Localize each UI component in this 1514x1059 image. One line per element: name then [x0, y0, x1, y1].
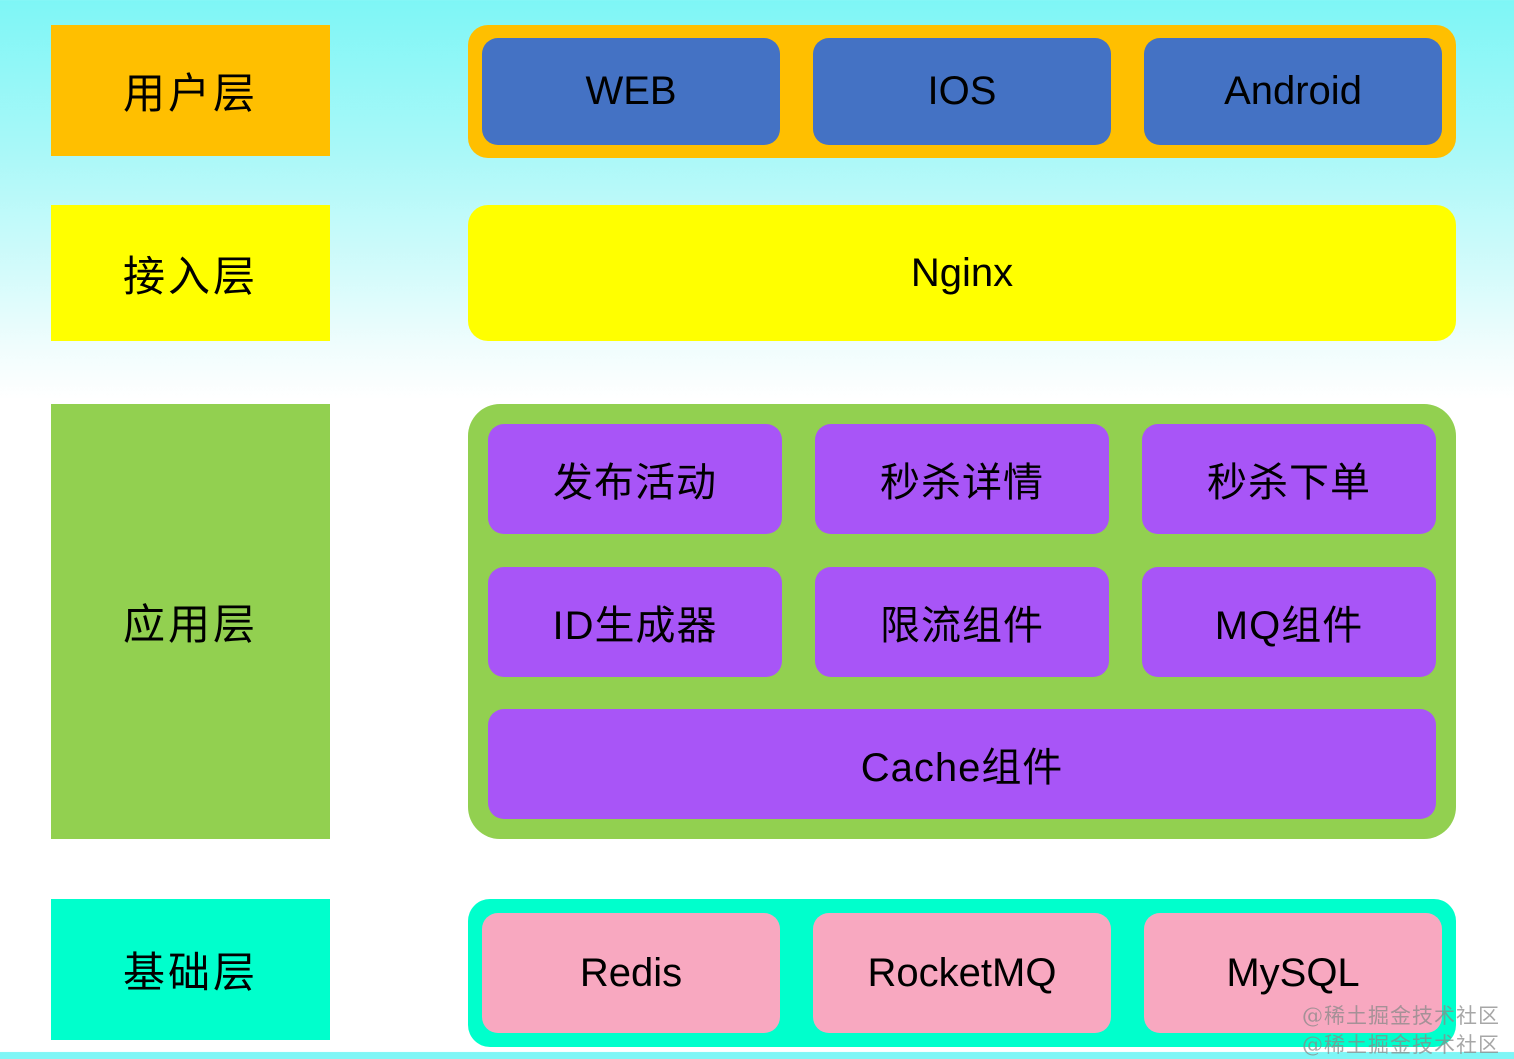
watermark-line-2: @稀土掘金技术社区 [1302, 1033, 1500, 1057]
app-row-3: Cache组件 [488, 709, 1436, 819]
node-rocketmq[interactable]: RocketMQ [813, 913, 1111, 1033]
layer-label-user: 用户层 [51, 25, 330, 156]
node-seckill-detail[interactable]: 秒杀详情 [815, 424, 1109, 534]
node-nginx[interactable]: Nginx [910, 250, 1014, 295]
node-cache-component[interactable]: Cache组件 [488, 709, 1436, 819]
layer-container-entry: Nginx [468, 205, 1456, 341]
layer-label-infra: 基础层 [51, 899, 330, 1040]
node-android[interactable]: Android [1144, 38, 1442, 145]
node-seckill-order[interactable]: 秒杀下单 [1142, 424, 1436, 534]
node-publish-activity[interactable]: 发布活动 [488, 424, 782, 534]
node-ios[interactable]: IOS [813, 38, 1111, 145]
node-web[interactable]: WEB [482, 38, 780, 145]
app-row-1: 发布活动 秒杀详情 秒杀下单 [488, 424, 1436, 534]
layer-container-app: 发布活动 秒杀详情 秒杀下单 ID生成器 限流组件 MQ组件 Cache组件 [468, 404, 1456, 839]
app-row-2: ID生成器 限流组件 MQ组件 [488, 566, 1436, 677]
node-id-generator[interactable]: ID生成器 [488, 566, 782, 677]
node-redis[interactable]: Redis [482, 913, 780, 1033]
watermark-line-1: @稀土掘金技术社区 [1302, 1004, 1500, 1028]
layer-label-entry: 接入层 [51, 205, 330, 341]
node-mysql[interactable]: MySQL [1144, 913, 1442, 1033]
node-rate-limiter[interactable]: 限流组件 [815, 566, 1109, 677]
node-mq-component[interactable]: MQ组件 [1142, 566, 1436, 677]
layer-container-user: WEB IOS Android [468, 25, 1456, 158]
layer-label-app: 应用层 [51, 404, 330, 839]
layer-container-infra: Redis RocketMQ MySQL [468, 899, 1456, 1047]
